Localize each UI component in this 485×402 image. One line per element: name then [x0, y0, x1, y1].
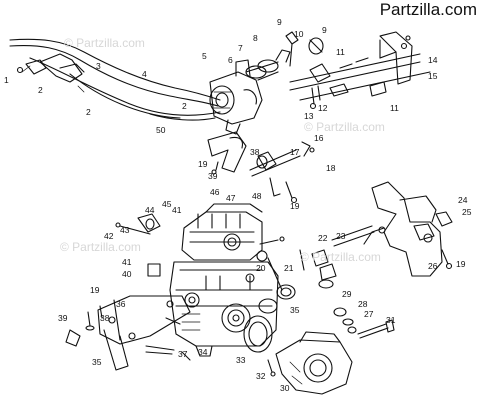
part-callout: 2 — [182, 101, 187, 111]
cable-assembly — [9, 38, 221, 121]
engine-block — [169, 203, 279, 357]
part-callout: 3 — [96, 61, 101, 71]
part-callout: 35 — [290, 305, 300, 315]
part-callout: 27 — [364, 309, 374, 319]
part-callout: 31 — [386, 315, 396, 325]
part-callout: 1 — [4, 75, 9, 85]
part-callout: 50 — [156, 125, 166, 135]
part-callout: 14 — [428, 55, 438, 65]
part-callout: 8 — [253, 33, 258, 43]
rear-mount-bracket — [363, 181, 453, 277]
part-callout: 11 — [390, 103, 399, 113]
watermark: © Partzilla.com — [60, 240, 141, 254]
part-callout: 19 — [90, 285, 100, 295]
part-callout: 30 — [280, 383, 290, 393]
part-callout: 40 — [122, 269, 132, 279]
part-callout: 35 — [92, 357, 102, 367]
part-callout: 15 — [428, 71, 438, 81]
part-callout: 34 — [198, 347, 208, 357]
part-callout: 19 — [198, 159, 208, 169]
part-callout: 48 — [252, 191, 262, 201]
part-callout: 43 — [120, 225, 130, 235]
part-callout: 21 — [284, 263, 294, 273]
part-callout: 32 — [256, 371, 266, 381]
part-callout: 11 — [336, 47, 345, 57]
mid-bracket — [207, 131, 315, 204]
part-callout: 22 — [318, 233, 328, 243]
bolts-washers — [65, 213, 285, 361]
part-callout: 25 — [462, 207, 472, 217]
part-callout: 12 — [318, 103, 328, 113]
partzilla-logo-text: Partzilla.com — [379, 0, 477, 19]
part-callout: 29 — [342, 289, 352, 299]
part-callout: 41 — [122, 257, 132, 267]
part-callout: 17 — [290, 147, 300, 157]
rear-bracket-assembly — [289, 31, 431, 110]
part-callout: 19 — [290, 201, 300, 211]
mounting-plate — [97, 295, 191, 371]
water-pump — [243, 284, 353, 395]
engine-mounts — [299, 225, 395, 339]
watermark: © Partzilla.com — [64, 36, 145, 50]
part-callout: 41 — [172, 205, 182, 215]
part-callout: 9 — [277, 17, 282, 27]
part-callout: 37 — [178, 349, 188, 359]
part-callout: 45 — [162, 199, 172, 209]
part-callout: 38 — [100, 313, 110, 323]
part-callout: 19 — [456, 259, 466, 269]
part-callout: 24 — [458, 195, 468, 205]
part-callout: 18 — [326, 163, 336, 173]
part-callout: 46 — [210, 187, 220, 197]
part-callout: 20 — [256, 263, 266, 273]
watermark: © Partzilla.com — [304, 120, 385, 134]
part-callout: 26 — [428, 261, 438, 271]
part-callout: 39 — [58, 313, 68, 323]
part-callout: 4 — [142, 69, 147, 79]
carburetor — [209, 49, 291, 135]
part-callout: 16 — [314, 133, 324, 143]
part-callout: 47 — [226, 193, 236, 203]
part-callout: 6 — [228, 55, 233, 65]
part-callout: 36 — [116, 299, 126, 309]
part-callout: 42 — [104, 231, 114, 241]
part-callout: 10 — [294, 29, 304, 39]
hose-clamps — [285, 31, 324, 67]
watermark: © Partzilla.com — [300, 250, 381, 264]
part-callout: 33 — [236, 355, 246, 365]
part-callout: 13 — [304, 111, 314, 121]
part-callout: 44 — [145, 205, 155, 215]
part-callout: 7 — [238, 43, 243, 53]
part-callout: 2 — [38, 85, 43, 95]
part-callout: 23 — [336, 231, 346, 241]
part-callout: 28 — [358, 299, 368, 309]
part-callout: 39 — [208, 171, 218, 181]
part-callout: 2 — [86, 107, 91, 117]
part-callout: 5 — [202, 51, 207, 61]
part-callout: 9 — [322, 25, 327, 35]
part-callout: 38 — [250, 147, 260, 157]
